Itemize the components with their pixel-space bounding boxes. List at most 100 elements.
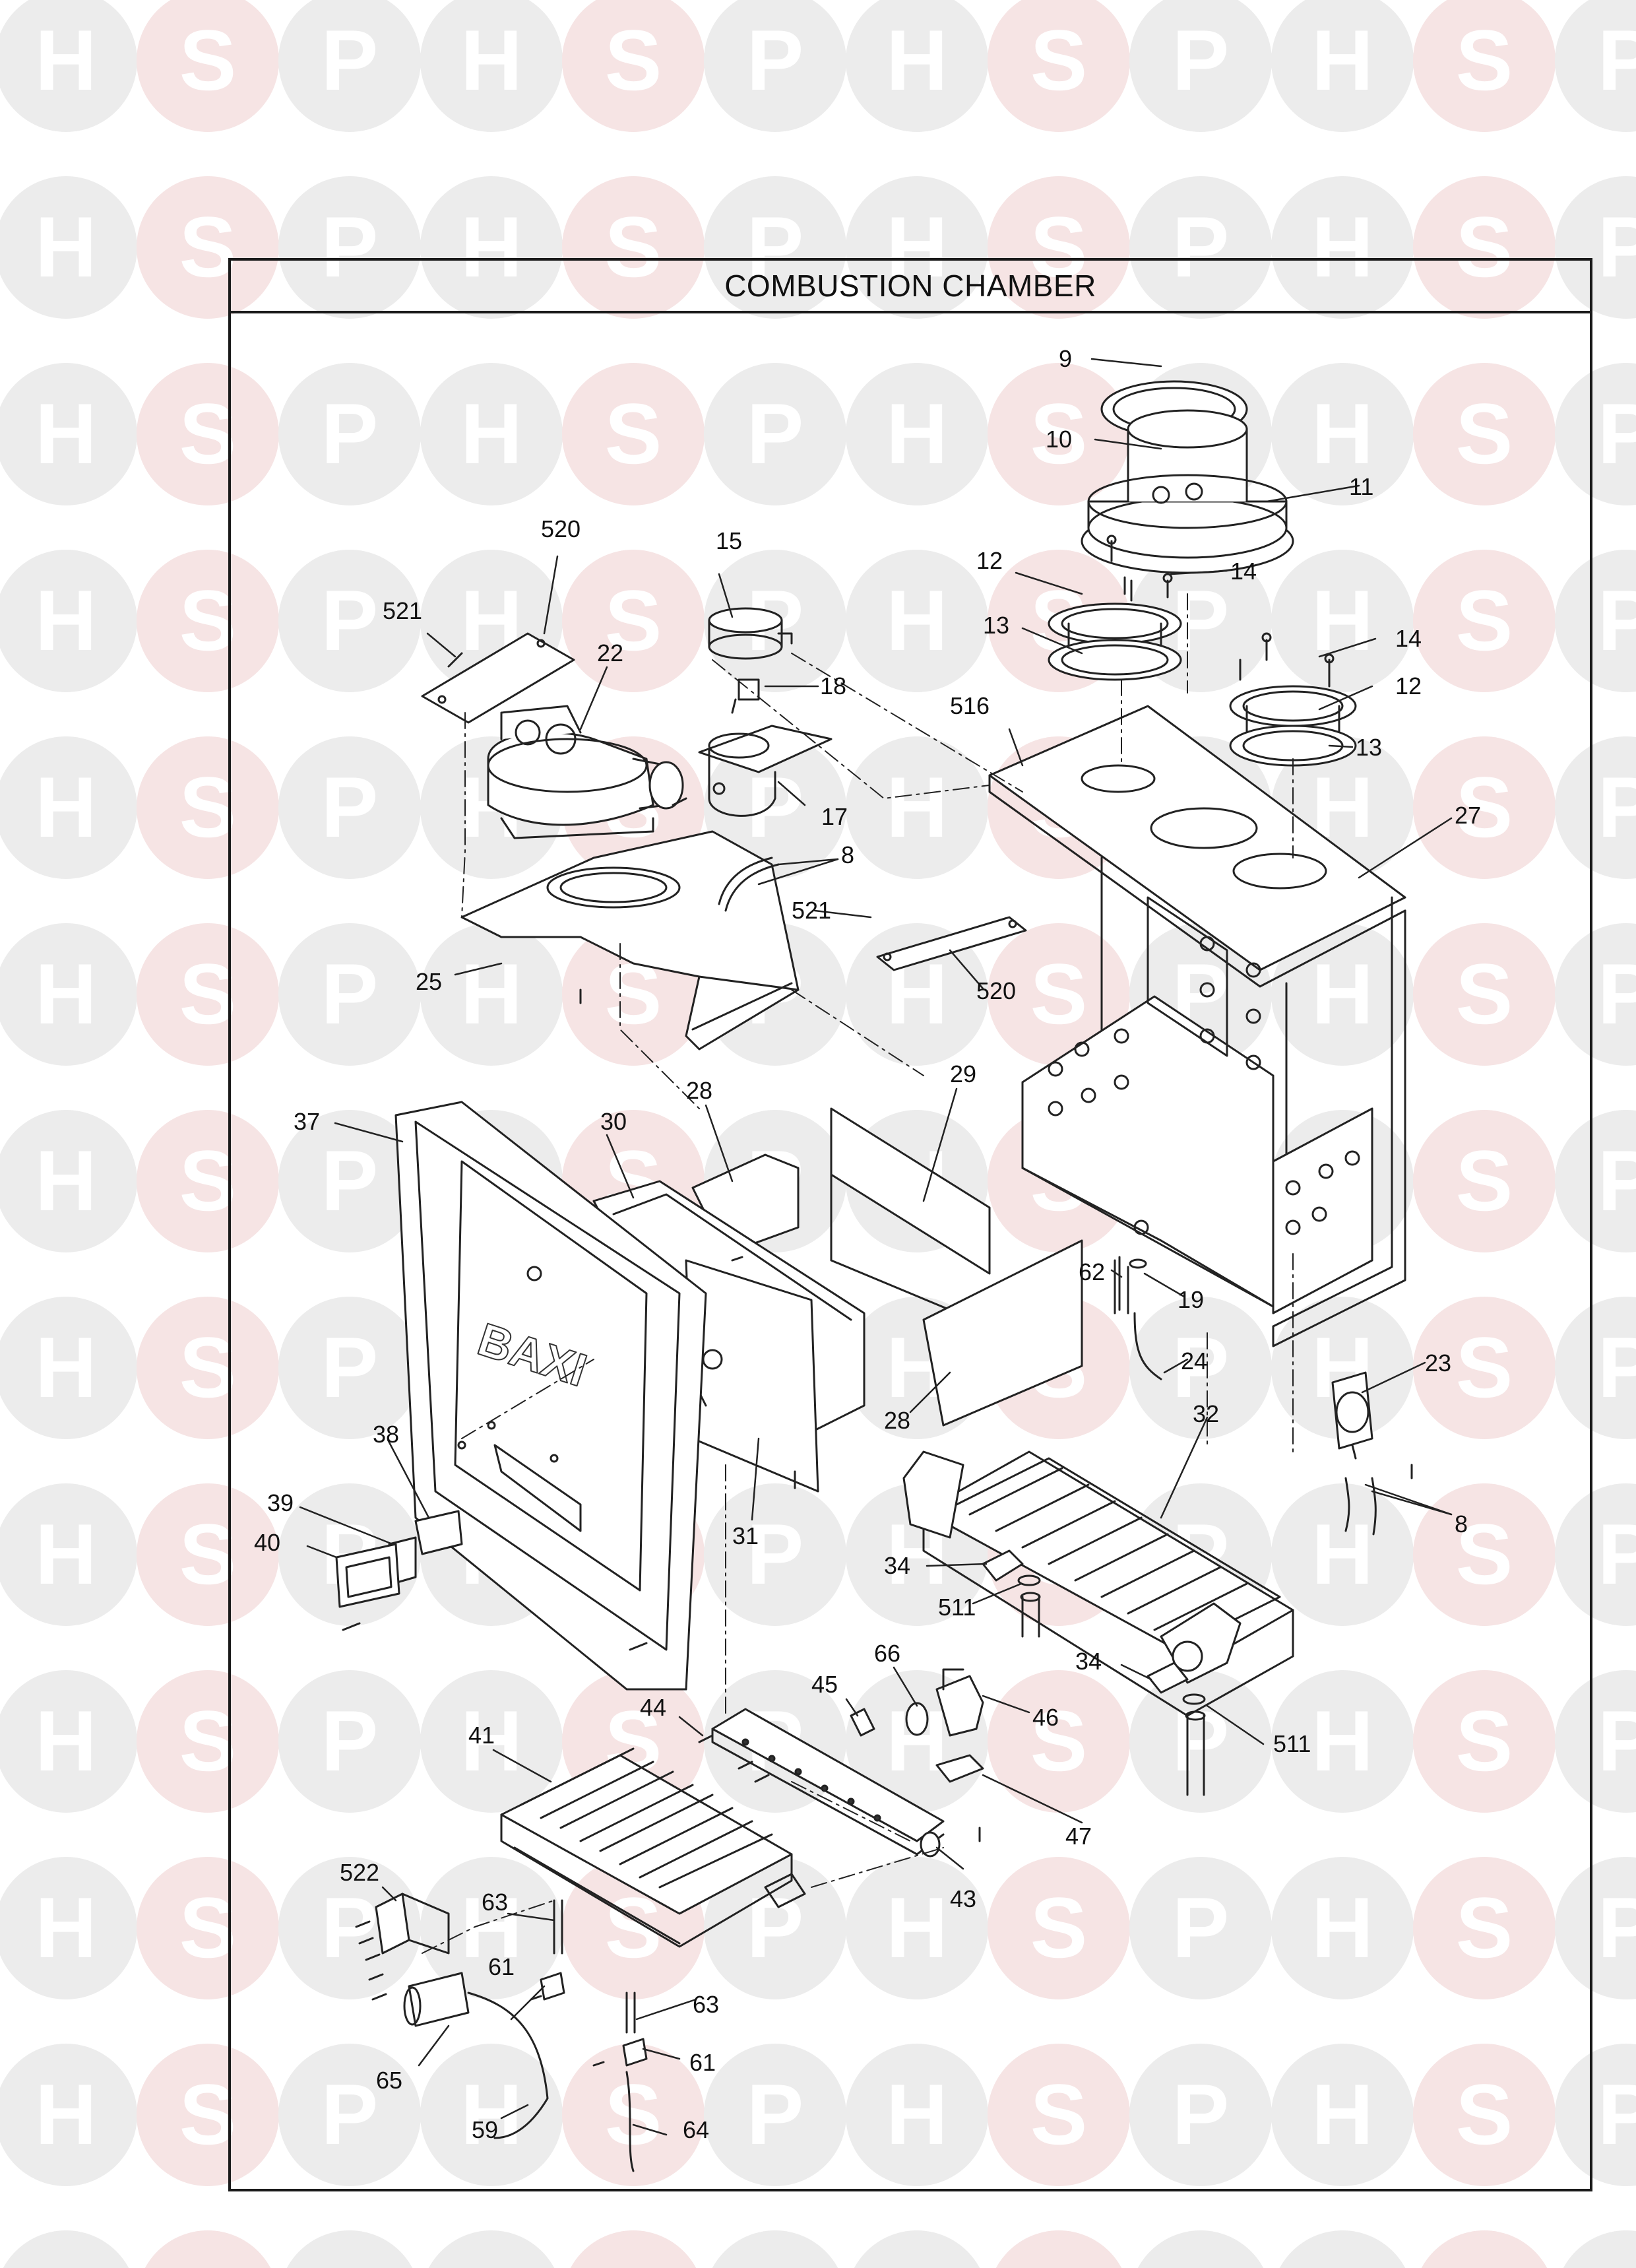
watermark-letter: H bbox=[460, 12, 522, 108]
watermark-circle bbox=[1271, 1670, 1414, 1813]
watermark-letter: S bbox=[179, 1319, 237, 1415]
callout-64: 64 bbox=[683, 2116, 709, 2143]
fan-hood bbox=[460, 830, 800, 1051]
watermark-circle bbox=[137, 1110, 279, 1252]
watermark-letter: S bbox=[1456, 572, 1513, 668]
watermark-letter: S bbox=[179, 1879, 237, 1976]
watermark-circle bbox=[1129, 2044, 1272, 2186]
watermark-circle bbox=[1563, 2230, 1636, 2268]
watermark-letter: P bbox=[321, 199, 379, 295]
watermark-letter: S bbox=[1456, 946, 1513, 1042]
watermark-letter: P bbox=[321, 946, 379, 1042]
fan-assembly bbox=[487, 705, 684, 839]
insulation-panel-side bbox=[830, 1107, 991, 1328]
watermark-circle bbox=[420, 2044, 563, 2186]
callout-63b: 63 bbox=[693, 1991, 719, 2018]
watermark-circle bbox=[137, 1857, 279, 1999]
watermark-circle bbox=[1555, 176, 1636, 319]
watermark-letter: H bbox=[1311, 385, 1373, 482]
watermark-circle bbox=[846, 0, 988, 132]
watermark-circle bbox=[1413, 1483, 1556, 1626]
callout-65: 65 bbox=[376, 2067, 402, 2094]
watermark-letter: H bbox=[886, 2253, 948, 2268]
callout-17: 17 bbox=[821, 803, 848, 830]
callout-24: 24 bbox=[1181, 1347, 1207, 1375]
watermark-letter: H bbox=[1311, 946, 1373, 1042]
callout-46: 46 bbox=[1032, 1704, 1059, 1731]
callout-44: 44 bbox=[640, 1694, 666, 1721]
watermark-letter: H bbox=[35, 946, 97, 1042]
watermark-circle bbox=[144, 2230, 271, 2268]
watermark-letter: S bbox=[1030, 2066, 1088, 2162]
watermark-letter: P bbox=[1172, 572, 1230, 668]
watermark-circle bbox=[0, 176, 137, 319]
sight-glass-assembly bbox=[335, 1510, 463, 1608]
watermark-circle bbox=[988, 1857, 1130, 1999]
callout-8: 8 bbox=[841, 841, 854, 868]
watermark-letter: P bbox=[321, 1132, 379, 1229]
watermark-circle bbox=[137, 1670, 279, 1813]
watermark-circle bbox=[1137, 2230, 1264, 2268]
watermark-letter: P bbox=[1598, 1693, 1636, 1789]
watermark-letter: H bbox=[1311, 12, 1373, 108]
watermark-circle bbox=[1129, 1297, 1272, 1439]
watermark-circle bbox=[704, 176, 846, 319]
watermark-letter: S bbox=[605, 2253, 662, 2268]
watermark-letter: P bbox=[321, 2253, 379, 2268]
watermark-circle bbox=[1413, 1297, 1556, 1439]
watermark-letter: S bbox=[1030, 12, 1088, 108]
watermark-letter: H bbox=[1311, 1693, 1373, 1789]
watermark-circle bbox=[995, 2230, 1122, 2268]
watermark-letter: S bbox=[1456, 759, 1513, 855]
watermark-circle bbox=[137, 923, 279, 1066]
callout-28b: 28 bbox=[884, 1407, 910, 1434]
watermark-letter: H bbox=[1311, 1879, 1373, 1976]
sensing-tubes-lower bbox=[1344, 1477, 1377, 1536]
electrode-and-lead bbox=[1114, 1256, 1162, 1380]
callout-511: 511 bbox=[938, 1594, 976, 1621]
watermark-letter: H bbox=[1311, 572, 1373, 668]
callout-520: 520 bbox=[541, 515, 581, 542]
watermark-letter: P bbox=[1172, 2066, 1230, 2162]
watermark-circle bbox=[1555, 736, 1636, 879]
watermark-circle bbox=[704, 0, 846, 132]
callout-511b: 511 bbox=[1273, 1730, 1311, 1757]
callout-63: 63 bbox=[482, 1889, 508, 1916]
watermark-letter: P bbox=[1598, 1132, 1636, 1229]
watermark-circle bbox=[1271, 550, 1414, 692]
watermark-letter: P bbox=[747, 12, 804, 108]
watermark-letter: H bbox=[35, 199, 97, 295]
watermark-circle bbox=[278, 176, 421, 319]
watermark-circle bbox=[1271, 0, 1414, 132]
callout-22: 22 bbox=[597, 639, 623, 666]
watermark-circle bbox=[1555, 923, 1636, 1066]
watermark-circle bbox=[0, 1670, 137, 1813]
watermark-circle bbox=[420, 0, 563, 132]
callout-18: 18 bbox=[820, 672, 846, 699]
callout-9: 9 bbox=[1059, 345, 1072, 372]
callout-37: 37 bbox=[294, 1108, 320, 1135]
watermark-letter: S bbox=[179, 1506, 237, 1602]
watermark-letter: S bbox=[1456, 1319, 1513, 1415]
callout-39: 39 bbox=[267, 1489, 294, 1516]
watermark-circle bbox=[846, 363, 988, 505]
watermark-circle bbox=[704, 363, 846, 505]
watermark-letter: S bbox=[1030, 385, 1088, 482]
watermark-letter: H bbox=[460, 2253, 522, 2268]
watermark-circle bbox=[562, 363, 705, 505]
callout-29: 29 bbox=[950, 1060, 976, 1087]
watermark-circle bbox=[712, 2230, 838, 2268]
watermark-circle bbox=[1555, 1857, 1636, 1999]
flue-elbow bbox=[698, 725, 833, 817]
callout-59: 59 bbox=[472, 2116, 498, 2143]
watermark-circle bbox=[0, 1857, 137, 1999]
watermark-circle bbox=[846, 176, 988, 319]
callout-34b: 34 bbox=[1075, 1648, 1102, 1675]
watermark-letter: S bbox=[179, 385, 237, 482]
watermark-letter: H bbox=[1311, 199, 1373, 295]
callout-40: 40 bbox=[254, 1529, 280, 1556]
watermark-letter: S bbox=[179, 946, 237, 1042]
flue-sealing-ring-left bbox=[1048, 602, 1182, 681]
watermark-letter: H bbox=[460, 946, 522, 1042]
